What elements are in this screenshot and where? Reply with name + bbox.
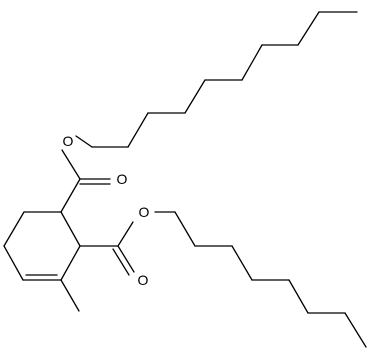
svg-text:O: O [117,171,128,187]
upper-octyl-chain [75,11,358,148]
svg-text:O: O [138,272,149,288]
atom-label-lower-ether-oxygen: O [139,204,150,220]
atom-label-upper-carbonyl-oxygen: O [117,171,128,187]
upper-ester-group [60,149,111,213]
svg-text:O: O [63,133,74,149]
methyl-group [60,279,80,312]
lower-ester-group [79,221,135,276]
atom-label-upper-ether-oxygen: O [63,133,74,149]
cyclohexene-ring [3,211,81,281]
lower-octyl-chain [154,211,367,348]
atom-label-lower-carbonyl-oxygen: O [138,272,149,288]
svg-text:O: O [139,204,150,220]
